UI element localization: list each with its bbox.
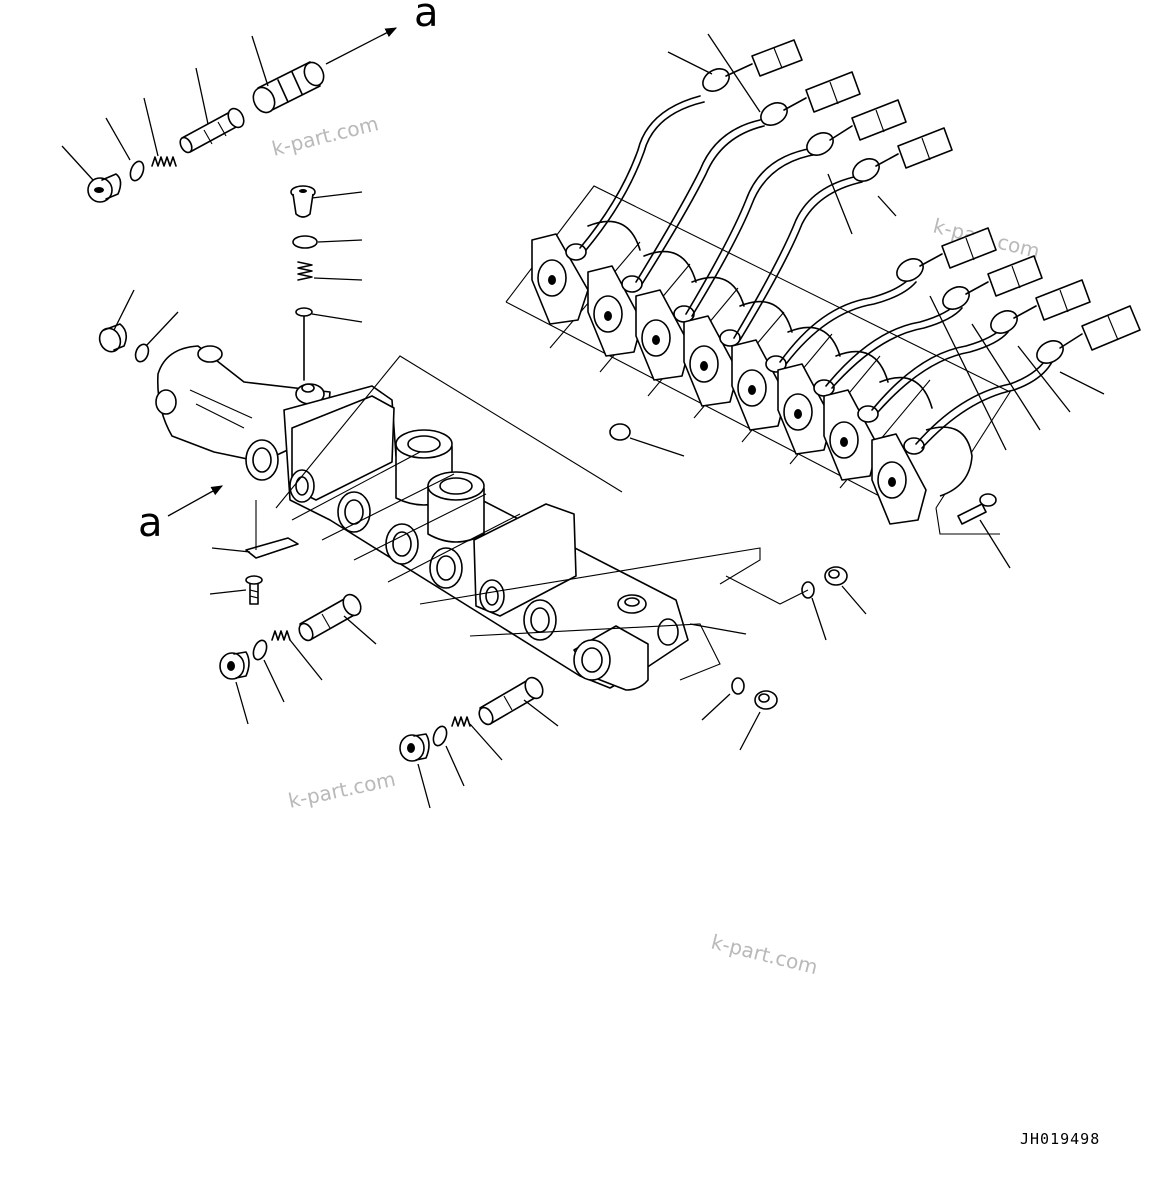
control-valve-body <box>155 345 689 691</box>
connector-plug <box>1013 279 1091 321</box>
callout-arrow-left: a <box>138 485 224 546</box>
connector-plug <box>875 127 953 169</box>
drawing-code: JH019498 <box>1020 1130 1100 1148</box>
spool-part <box>478 676 544 726</box>
callout-label-a-left: a <box>138 500 163 546</box>
solenoid-unit <box>871 426 973 525</box>
solenoid-unit <box>635 276 745 381</box>
watermark-text: k-part.com <box>286 767 398 813</box>
plug-part <box>87 173 122 203</box>
connector-plug <box>919 227 997 269</box>
wire-clamp <box>990 310 1018 334</box>
connector-plug <box>1059 305 1141 351</box>
spool-part <box>179 107 245 154</box>
connector-plug <box>725 39 803 77</box>
solenoid-unit <box>531 220 641 325</box>
solenoid-unit <box>823 376 933 481</box>
plug-part <box>399 733 430 762</box>
plug-part <box>219 651 250 680</box>
wire-clamp <box>806 132 834 156</box>
callout-label-a-top: a <box>414 0 439 36</box>
o-ring-part <box>432 725 448 747</box>
connector-plug <box>965 255 1043 297</box>
solenoid-unit <box>777 350 889 455</box>
vertical-parts-stack <box>290 185 363 381</box>
left-plug-group <box>98 289 179 363</box>
plug-part <box>824 566 848 586</box>
spring-part <box>271 630 291 641</box>
spring-part <box>151 156 177 167</box>
manifold-ports <box>245 439 679 646</box>
plug-part <box>290 185 316 218</box>
solenoid-unit <box>731 326 841 431</box>
callout-arrow-top: a <box>325 0 439 65</box>
wiring-harness <box>579 33 1141 569</box>
plug-part <box>754 690 778 710</box>
wire-clamp <box>942 286 970 310</box>
right-small-parts <box>609 423 867 751</box>
o-ring-part <box>292 235 318 249</box>
wire-clamp <box>760 102 788 126</box>
wire-clamp <box>896 258 924 282</box>
large-spool-part <box>252 61 325 114</box>
lower-parts-right <box>399 676 559 809</box>
o-ring-part <box>129 160 145 182</box>
solenoid-unit <box>683 300 793 407</box>
top-valve-parts-group <box>61 35 325 203</box>
pin-part <box>295 307 313 381</box>
solenoid-bank <box>531 220 973 525</box>
connector-plug <box>783 71 861 113</box>
connector-plug <box>829 99 907 141</box>
spring-part <box>297 261 313 281</box>
watermark-text: k-part.com <box>709 930 820 980</box>
wire-clamp <box>1036 340 1064 364</box>
spring-part <box>451 716 471 727</box>
spool-part <box>298 593 362 642</box>
lower-parts-left <box>209 575 377 725</box>
wire-clamp <box>702 68 730 92</box>
watermark-text: k-part.com <box>269 111 380 161</box>
bolt-part <box>245 575 263 605</box>
bolt-part <box>957 493 997 525</box>
wire-clamp <box>852 158 880 182</box>
o-ring-part <box>252 639 268 661</box>
bracket-plate <box>245 537 299 559</box>
